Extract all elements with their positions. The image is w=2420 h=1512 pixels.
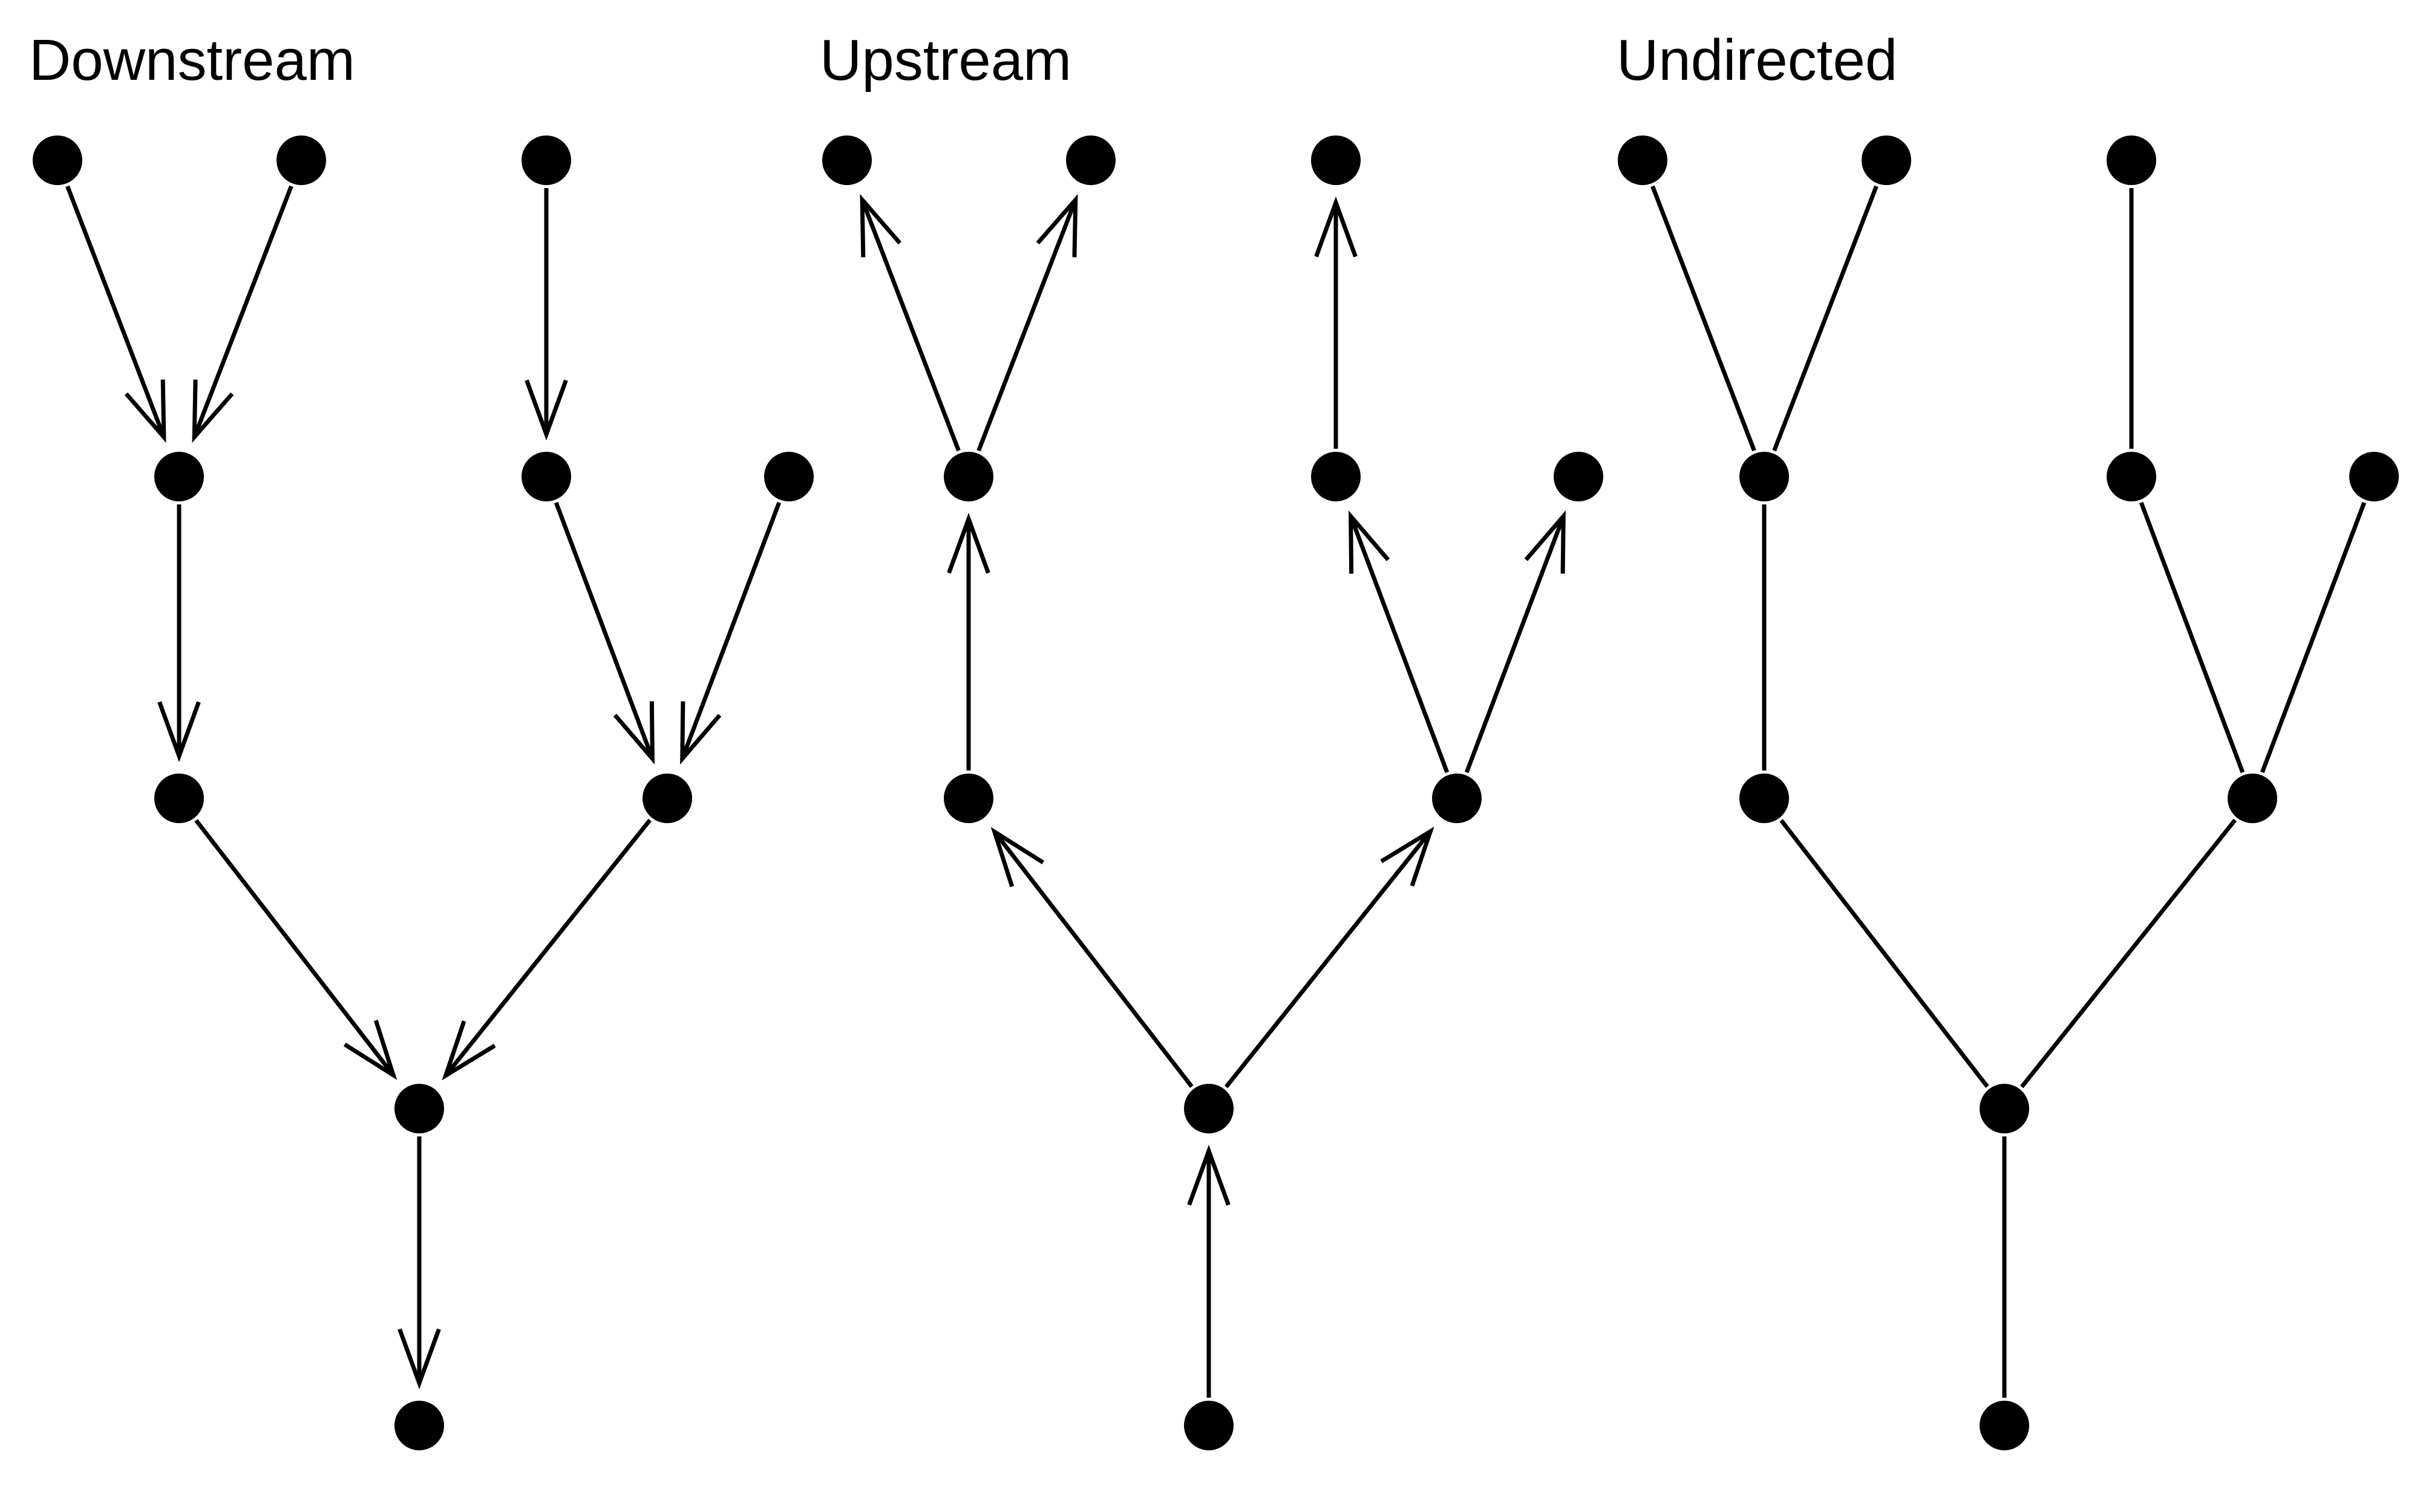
graph-node-upstream-n8 bbox=[1432, 774, 1482, 823]
graph-node-undirected-n8 bbox=[2228, 774, 2277, 823]
graph-edge-arrow-upstream-5 bbox=[1464, 515, 1566, 774]
graph-node-downstream-n3 bbox=[154, 452, 204, 501]
graph-panel-upstream bbox=[822, 135, 1603, 1450]
graph-arrowhead-upstream-3 bbox=[1314, 196, 1358, 258]
graph-edge-arrow-downstream-6 bbox=[194, 819, 395, 1077]
graph-edge-line-undirected-0 bbox=[1650, 185, 1756, 452]
graph-arrowhead-upstream-1 bbox=[1036, 194, 1078, 258]
graph-edge-arrow-downstream-7 bbox=[443, 818, 652, 1077]
graph-node-downstream-n4 bbox=[154, 774, 204, 823]
graph-node-upstream-n10 bbox=[1184, 1401, 1234, 1450]
graph-node-undirected-n2 bbox=[1862, 135, 1911, 185]
graph-node-undirected-n10 bbox=[1980, 1401, 2029, 1450]
graph-arrowhead-upstream-2 bbox=[947, 512, 990, 574]
graph-node-upstream-n7 bbox=[1554, 452, 1603, 501]
graph-edge-arrow-upstream-0 bbox=[860, 199, 961, 452]
graph-edge-arrow-upstream-1 bbox=[976, 199, 1078, 452]
graph-edge-arrow-downstream-5 bbox=[680, 501, 782, 760]
graph-node-upstream-n6 bbox=[1311, 452, 1361, 501]
graph-node-upstream-n5 bbox=[1311, 135, 1361, 185]
graph-node-upstream-n4 bbox=[944, 774, 993, 823]
graph-node-undirected-n3 bbox=[1739, 452, 1789, 501]
graph-arrowhead-downstream-5 bbox=[680, 701, 722, 765]
graph-node-undirected-n9 bbox=[1980, 1084, 2029, 1133]
graph-node-undirected-n7 bbox=[2349, 452, 2399, 501]
graph-edge-arrow-upstream-7 bbox=[1224, 830, 1433, 1089]
graph-node-downstream-n10 bbox=[394, 1401, 444, 1450]
graph-panel-undirected bbox=[1618, 135, 2399, 1450]
graph-node-undirected-n6 bbox=[2107, 452, 2156, 501]
graph-arrowhead-upstream-6 bbox=[990, 827, 1045, 887]
panel-label-downstream: Downstream bbox=[29, 28, 355, 93]
graph-node-downstream-n6 bbox=[522, 452, 571, 501]
graph-edge-arrow-downstream-1 bbox=[192, 185, 293, 438]
graph-arrowhead-downstream-6 bbox=[343, 1020, 397, 1080]
graph-node-upstream-n2 bbox=[1066, 135, 1116, 185]
graph-edge-line-undirected-6 bbox=[1779, 819, 1989, 1088]
graph-node-upstream-n1 bbox=[822, 135, 872, 185]
graph-edge-arrow-upstream-4 bbox=[1349, 515, 1450, 774]
graph-arrowhead-upstream-4 bbox=[1349, 510, 1390, 574]
graph-arrowhead-downstream-1 bbox=[192, 379, 234, 443]
graph-arrowhead-downstream-3 bbox=[525, 379, 568, 441]
graph-node-undirected-n4 bbox=[1739, 774, 1789, 823]
graph-arrowhead-upstream-5 bbox=[1524, 510, 1566, 574]
graph-node-undirected-n5 bbox=[2107, 135, 2156, 185]
graph-node-downstream-n8 bbox=[643, 774, 692, 823]
graph-arrowhead-upstream-0 bbox=[860, 194, 902, 258]
graph-arrowhead-downstream-8 bbox=[397, 1328, 441, 1390]
panel-label-upstream: Upstream bbox=[820, 28, 1072, 93]
graph-arrowhead-downstream-4 bbox=[613, 701, 655, 765]
graph-edge-arrow-downstream-4 bbox=[554, 501, 655, 760]
graph-arrowhead-downstream-0 bbox=[124, 379, 166, 443]
graph-edge-arrow-downstream-0 bbox=[65, 185, 166, 438]
graph-arrowhead-downstream-7 bbox=[442, 1020, 496, 1081]
panel-label-undirected: Undirected bbox=[1617, 28, 1898, 93]
graph-node-downstream-n7 bbox=[764, 452, 814, 501]
graph-arrowhead-downstream-2 bbox=[157, 701, 201, 763]
graph-edge-line-undirected-1 bbox=[1772, 185, 1879, 452]
graph-edge-line-undirected-5 bbox=[2260, 501, 2367, 774]
graph-node-downstream-n5 bbox=[522, 135, 571, 185]
graph-node-upstream-n3 bbox=[944, 452, 993, 501]
graph-edge-line-undirected-7 bbox=[2019, 818, 2237, 1089]
graph-node-downstream-n1 bbox=[33, 135, 82, 185]
graph-arrowhead-upstream-8 bbox=[1187, 1144, 1231, 1206]
graph-node-downstream-n9 bbox=[394, 1084, 444, 1133]
graph-panel-downstream bbox=[33, 135, 814, 1450]
graph-node-downstream-n2 bbox=[276, 135, 326, 185]
graph-edge-arrow-upstream-6 bbox=[993, 830, 1194, 1088]
graph-edge-line-undirected-4 bbox=[2139, 501, 2245, 774]
graph-node-upstream-n9 bbox=[1184, 1084, 1234, 1133]
graph-arrowhead-upstream-7 bbox=[1380, 826, 1434, 887]
graph-node-undirected-n1 bbox=[1618, 135, 1667, 185]
